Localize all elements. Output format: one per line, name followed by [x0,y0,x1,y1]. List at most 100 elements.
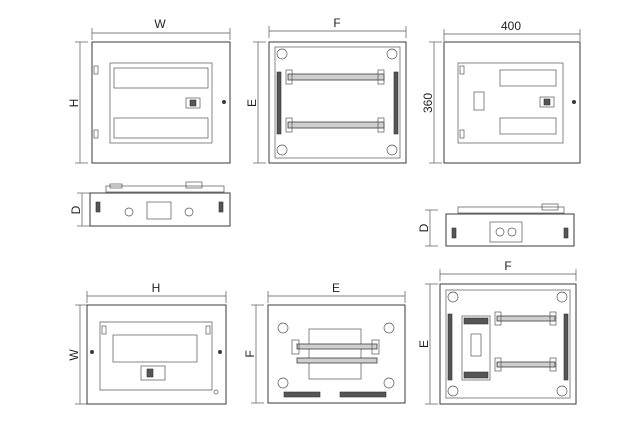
terminal [451,227,457,239]
rail-bracket [371,339,380,355]
breaker-handle [470,333,482,357]
lock-top [185,181,203,189]
lock-key [543,98,551,106]
breaker-window [473,91,485,111]
cabinet-outline [91,41,231,164]
side-view-d-right: D [417,203,575,247]
mount-hole [386,144,398,156]
door-lock [140,365,166,381]
din-rail [296,357,378,364]
knockout-rect [146,201,172,220]
lower-window [499,117,557,135]
lower-window [113,117,209,139]
dim-label-h: H [152,281,161,295]
cabinet-side-outline [89,192,231,227]
breaker-terminals-bottom [463,371,489,379]
din-rail [287,73,385,81]
dim-label-d: D [69,205,83,214]
dim-label-w: W [154,17,166,31]
mount-hole [276,48,288,60]
mount-hole [277,322,289,334]
din-rail [496,315,556,322]
rail-bracket [549,311,557,326]
screw [218,350,222,354]
hinge [93,129,99,139]
door-panel [109,62,213,144]
rail-bracket [494,311,502,326]
knockout-round [495,227,505,237]
knockout-round [507,227,517,237]
rail-bracket [377,117,385,133]
plate-outline [439,283,577,405]
screw [90,350,94,354]
rail-bracket [285,69,293,85]
door-panel [99,321,213,391]
dim-label-360: 360 [421,93,435,113]
upper-window [499,69,557,87]
screw-hole [213,389,219,395]
bottom-view-f-e: F E [417,259,577,405]
hinge [459,65,465,75]
front-view-dimensioned: 400 360 [421,19,581,164]
din-rail [287,121,385,129]
mounting-view-f-e: F E [245,16,407,164]
upper-window [113,67,209,89]
mount-hole [556,385,568,397]
neutral-bar [283,391,321,398]
neutral-bar [276,71,282,135]
mount-hole [386,48,398,60]
door-lock [539,96,555,108]
breaker-terminals-top [463,317,489,325]
knockout-round [184,207,194,217]
hinge [205,325,211,335]
main-breaker [461,315,491,381]
mount-hole [447,385,459,397]
dim-label-f: F [333,16,340,30]
hinge [459,129,465,139]
mount-hole [277,377,289,389]
plate-outline [268,41,407,164]
door-edge [105,185,225,193]
dim-label-e: E [417,340,431,348]
earth-bar [393,71,399,135]
terminal [218,201,224,213]
mount-hole [447,291,459,303]
dim-label-h: H [67,99,81,108]
screw [572,100,576,104]
cabinet-side-outline [445,213,575,247]
cabinet-outline [86,304,227,405]
knockout-rect [489,221,523,243]
rail-bracket [285,117,293,133]
hinge-top [109,183,123,189]
hinge [93,65,99,75]
breaker-frame [308,328,362,380]
dim-label-f: F [243,350,257,357]
lock-key [146,368,154,378]
plate-outline [267,304,406,404]
front-view-w-h: W H [67,17,231,164]
dim-label-e: E [332,281,340,295]
plate-inner [274,46,401,159]
dim-label-d: D [417,223,431,232]
cabinet-outline [443,41,581,164]
dim-label-f: F [504,259,511,273]
screw [222,100,226,104]
mount-hole [383,322,395,334]
door-panel [457,62,564,144]
knockout-round [124,207,134,217]
lock-top [541,203,559,211]
din-rail [296,343,378,350]
mount-hole [383,377,395,389]
terminal [563,227,569,239]
bottom-view-h-w: H W [67,281,227,405]
door-edge [457,206,565,214]
neutral-bar [447,313,453,381]
breaker-window [112,334,198,363]
earth-bar [563,313,569,381]
terminal [95,201,101,213]
dim-label-e: E [245,99,259,107]
lock-key [189,99,197,107]
rail-bracket [549,357,557,372]
